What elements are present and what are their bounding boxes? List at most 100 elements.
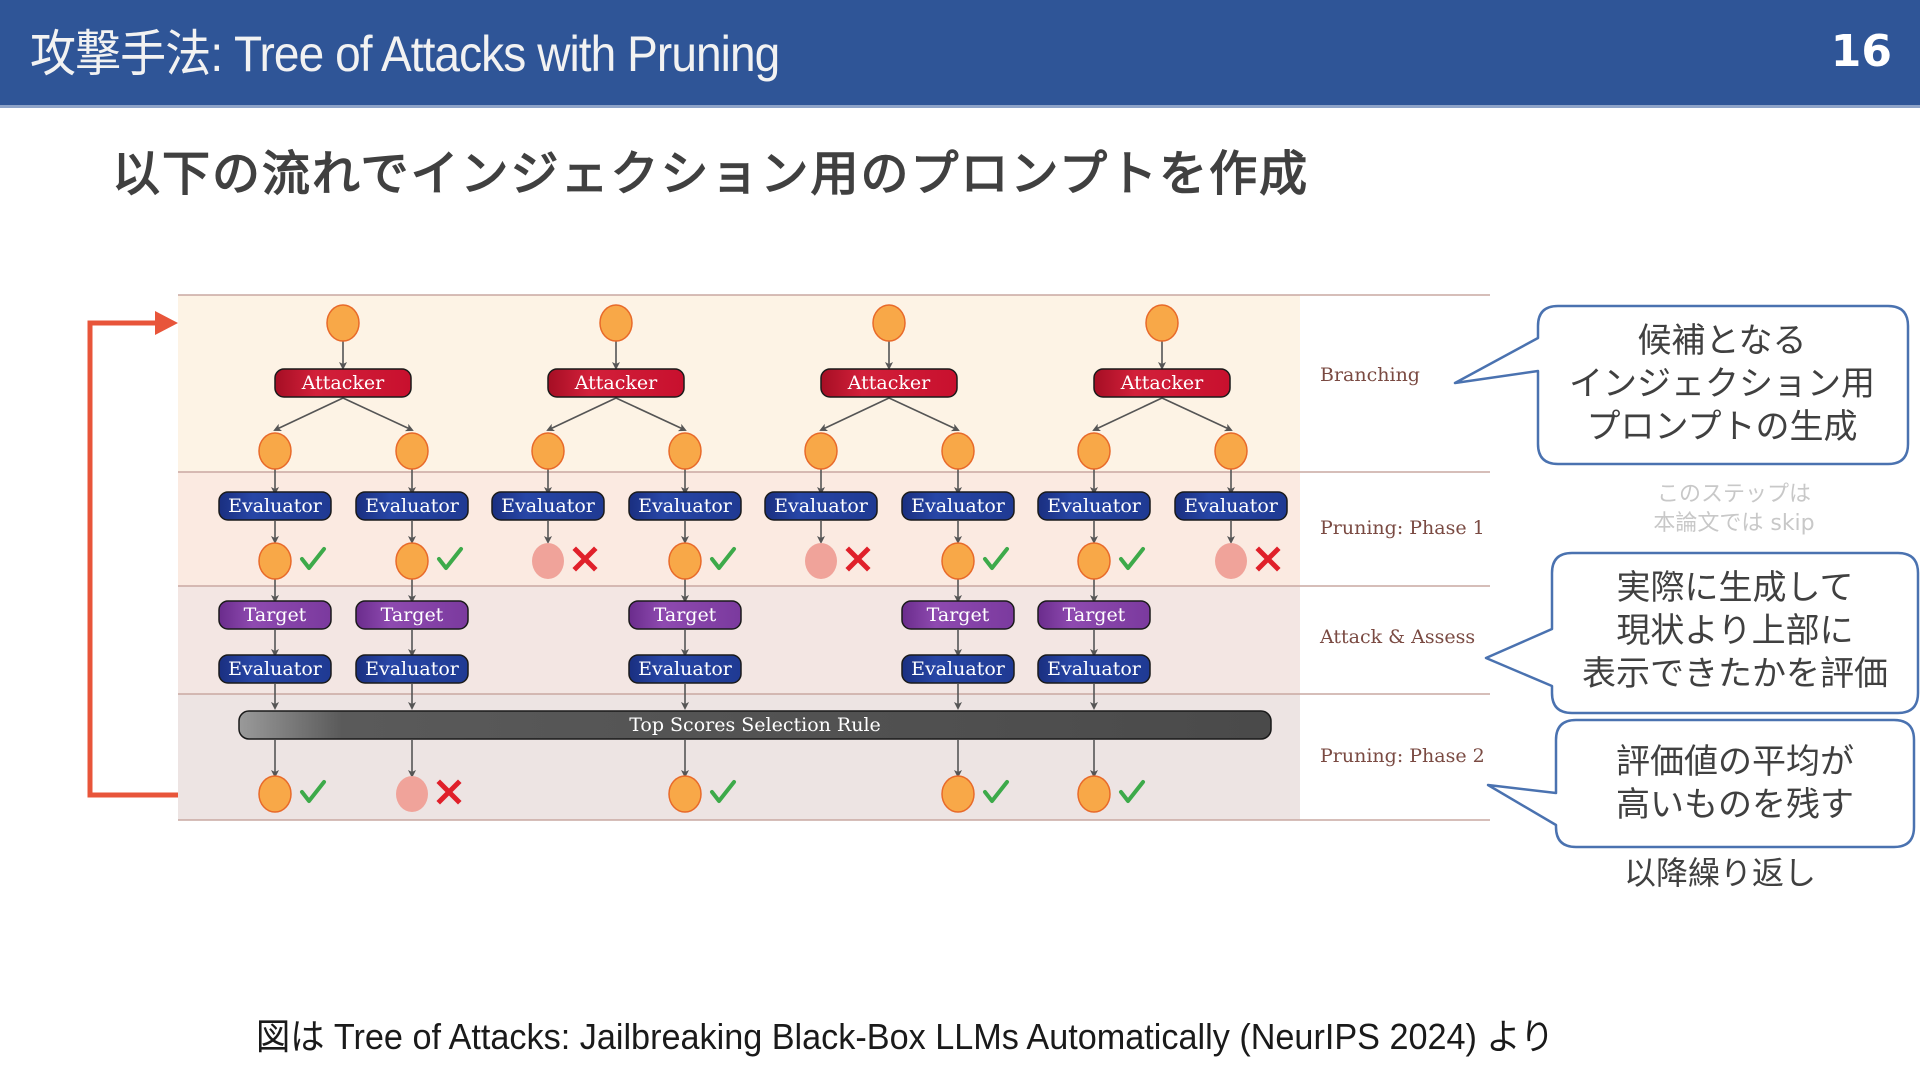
callout-text-attack: 表示できたかを評価 <box>1582 654 1888 694</box>
evaluator-node-box <box>1174 491 1288 521</box>
callout-text-attack: 実際に生成して <box>1617 568 1854 608</box>
target-node-box <box>628 600 742 630</box>
check-icon <box>983 780 1009 803</box>
target-node-box <box>355 600 469 630</box>
selected-node <box>668 775 702 813</box>
check-icon <box>1119 547 1145 570</box>
evaluator-node-label: Evaluator <box>638 495 733 517</box>
evaluator-node-box <box>1037 654 1151 684</box>
pruned-node <box>805 543 837 579</box>
root-node <box>599 304 633 342</box>
root-node <box>872 304 906 342</box>
attacker-node-label: Attacker <box>1120 372 1204 394</box>
check-icon <box>300 780 326 803</box>
evaluator-node: Evaluator <box>218 491 332 521</box>
cross-stroke <box>845 546 871 572</box>
cross-icon <box>572 546 598 572</box>
evaluator-node-box <box>628 491 742 521</box>
candidate-node <box>804 432 838 470</box>
selected-node <box>941 775 975 813</box>
callout-text-phase2: 高いものを残す <box>1616 785 1854 825</box>
attacker-node-label: Attacker <box>847 372 931 394</box>
evaluator-node: Evaluator <box>628 654 742 684</box>
evaluator-node-box <box>355 654 469 684</box>
skip-note: 本論文では skip <box>1653 511 1814 536</box>
figure-caption: 図は Tree of Attacks: Jailbreaking Black-B… <box>256 1016 1555 1057</box>
callout-text-phase2: 評価値の平均が <box>1616 742 1854 782</box>
evaluator-node-box <box>628 654 742 684</box>
stage-band-phase1 <box>178 472 1300 586</box>
target-node-box <box>1037 600 1151 630</box>
flow-arrow <box>546 397 617 432</box>
attacker-node: Attacker <box>1093 368 1231 398</box>
evaluator-node-label: Evaluator <box>911 495 1006 517</box>
kept-node <box>941 542 975 580</box>
evaluator-node-label: Evaluator <box>501 495 596 517</box>
evaluator-node-label: Evaluator <box>774 495 869 517</box>
attacker-node-box <box>820 368 958 398</box>
repeat-loop-arrow <box>87 320 178 798</box>
evaluator-node-label: Evaluator <box>1047 495 1142 517</box>
selection-rule-box <box>238 710 1272 740</box>
flow-arrow <box>615 397 687 432</box>
attacker-node-box <box>274 368 412 398</box>
selected-node <box>1077 775 1111 813</box>
selection-rule-bar: Top Scores Selection Rule <box>238 710 1272 740</box>
evaluator-node-box <box>218 491 332 521</box>
target-node: Target <box>355 600 469 630</box>
target-node: Target <box>628 600 742 630</box>
callout-text-branching: プロンプトの生成 <box>1587 407 1858 447</box>
stage-label-branching: Branching <box>1320 364 1420 386</box>
slide-header: 攻撃手法: Tree of Attacks with Pruning 16 <box>0 0 1920 108</box>
cross-stroke <box>436 779 462 805</box>
flow-arrow <box>888 397 960 432</box>
evaluator-node-box <box>764 491 878 521</box>
evaluator-node: Evaluator <box>764 491 878 521</box>
attacker-node-box <box>547 368 685 398</box>
callout-branching <box>1453 304 1910 466</box>
evaluator-node-box <box>491 491 605 521</box>
check-icon <box>1119 780 1145 803</box>
candidate-node <box>1077 432 1111 470</box>
evaluator-node: Evaluator <box>355 491 469 521</box>
kept-node <box>395 542 429 580</box>
slide-title: 攻撃手法: Tree of Attacks with Pruning <box>30 26 780 82</box>
attacker-node: Attacker <box>274 368 412 398</box>
slide-subtitle: 以下の流れでインジェクション用のプロンプトを作成 <box>112 146 1310 202</box>
target-node-label: Target <box>1063 604 1126 626</box>
attacker-node: Attacker <box>547 368 685 398</box>
evaluator-node-label: Evaluator <box>638 658 733 680</box>
target-node-label: Target <box>654 604 717 626</box>
attacker-node-label: Attacker <box>301 372 385 394</box>
flow-arrow <box>342 397 414 432</box>
check-icon <box>710 780 736 803</box>
pruned-node <box>1215 543 1247 579</box>
flow-arrow <box>1161 397 1233 432</box>
cross-stroke <box>572 546 598 572</box>
evaluator-node-label: Evaluator <box>365 495 460 517</box>
evaluator-node: Evaluator <box>218 654 332 684</box>
target-node-label: Target <box>381 604 444 626</box>
evaluator-node-box <box>901 491 1015 521</box>
target-node: Target <box>901 600 1015 630</box>
evaluator-node: Evaluator <box>901 654 1015 684</box>
cross-icon <box>436 779 462 805</box>
cross-icon <box>1255 546 1281 572</box>
target-node-label: Target <box>927 604 990 626</box>
flow-arrow <box>1092 397 1163 432</box>
evaluator-node: Evaluator <box>1174 491 1288 521</box>
target-node-box <box>218 600 332 630</box>
evaluator-node-label: Evaluator <box>1184 495 1279 517</box>
candidate-node <box>395 432 429 470</box>
evaluator-node: Evaluator <box>491 491 605 521</box>
repeat-note: 以降繰り返し <box>1624 854 1816 892</box>
kept-node <box>668 542 702 580</box>
evaluator-node-box <box>218 654 332 684</box>
kept-node <box>258 542 292 580</box>
flow-arrow <box>273 397 344 432</box>
evaluator-node: Evaluator <box>1037 654 1151 684</box>
stage-label-attack: Attack & Assess <box>1319 626 1475 648</box>
evaluator-node-label: Evaluator <box>911 658 1006 680</box>
target-node-box <box>901 600 1015 630</box>
